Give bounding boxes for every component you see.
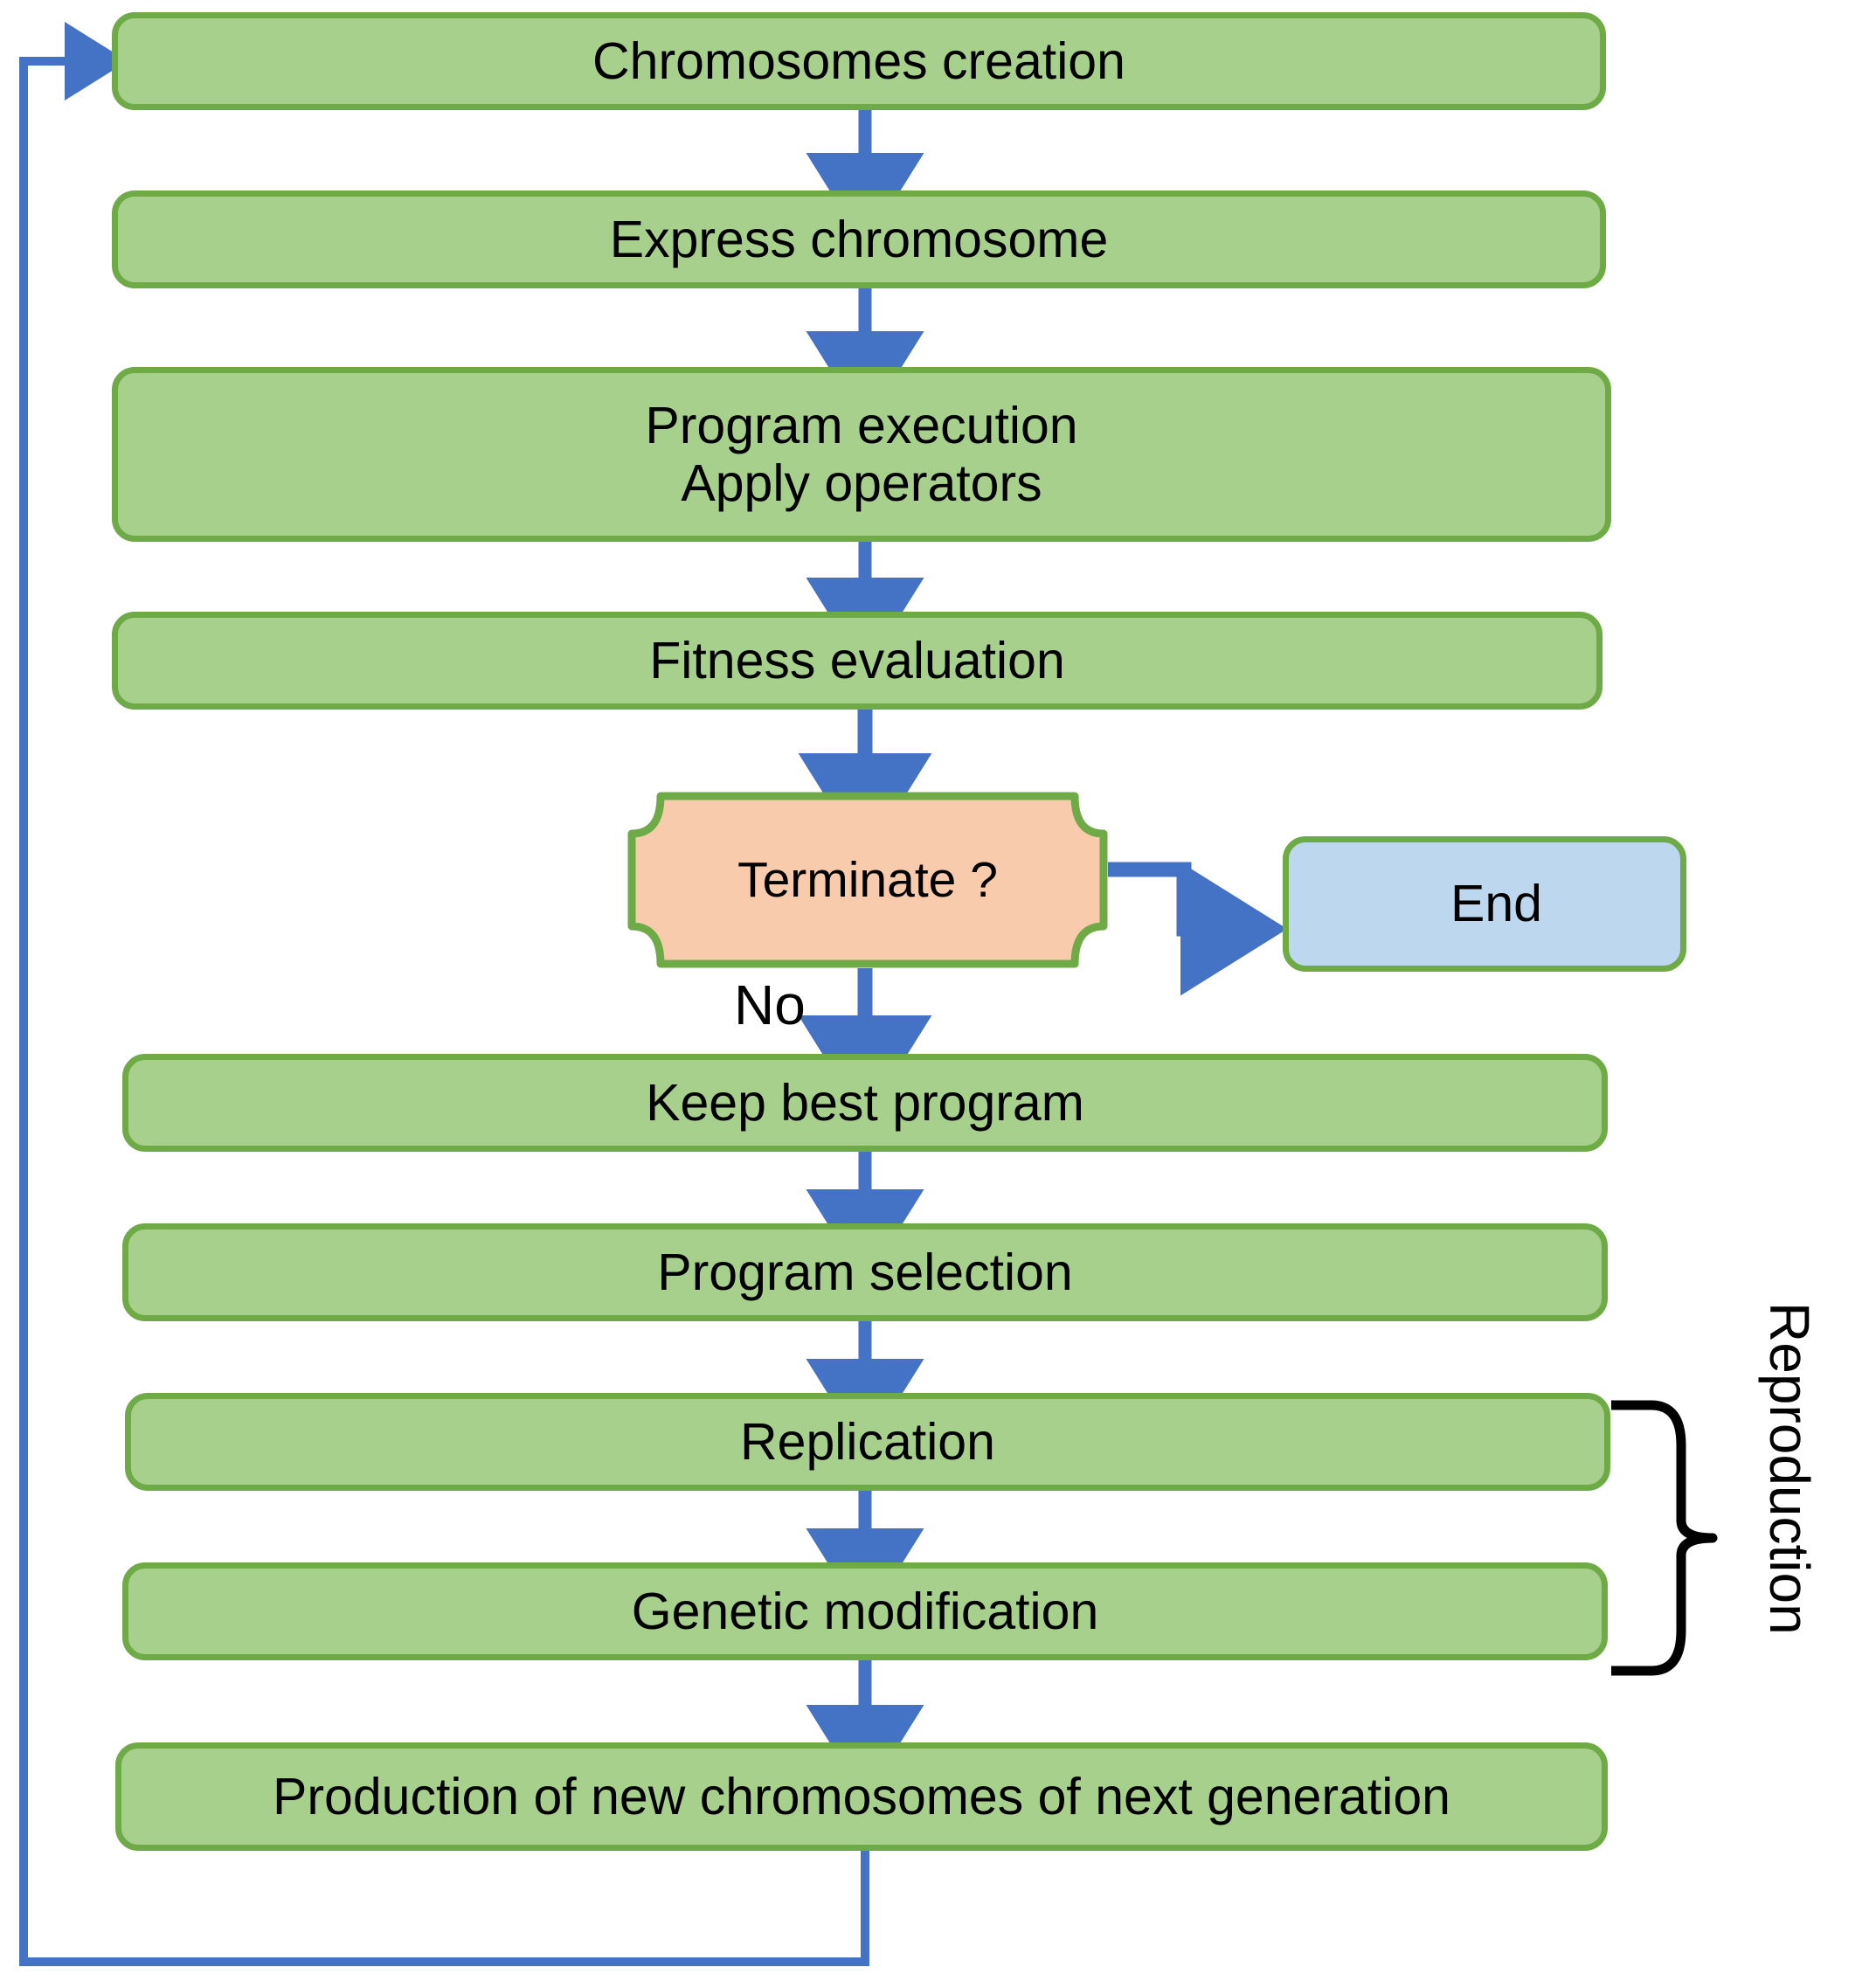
node-terminate-decision[interactable]: Terminate ?	[627, 792, 1108, 968]
terminate-shape	[627, 792, 1108, 968]
node-program-selection[interactable]: Program selection	[122, 1223, 1608, 1321]
node-end[interactable]: End	[1283, 836, 1686, 972]
node-replication[interactable]: Replication	[125, 1393, 1610, 1491]
node-express-chromosome[interactable]: Express chromosome	[112, 190, 1606, 288]
node-keep-best-program[interactable]: Keep best program	[122, 1054, 1608, 1152]
node-genetic-modification[interactable]: Genetic modification	[122, 1562, 1608, 1660]
node-program-execution[interactable]: Program execution Apply operators	[112, 367, 1611, 542]
edge-label-no: No	[734, 973, 806, 1036]
terminate-label: Terminate ?	[737, 852, 998, 908]
node-chromosomes-creation[interactable]: Chromosomes creation	[112, 12, 1606, 110]
node-production-next-generation[interactable]: Production of new chromosomes of next ge…	[115, 1742, 1608, 1851]
reproduction-label: Reproduction	[1758, 1302, 1821, 1635]
reproduction-bracket-group	[1608, 1398, 1730, 1678]
node-fitness-evaluation[interactable]: Fitness evaluation	[112, 612, 1602, 710]
reproduction-bracket-icon	[1611, 1400, 1718, 1676]
